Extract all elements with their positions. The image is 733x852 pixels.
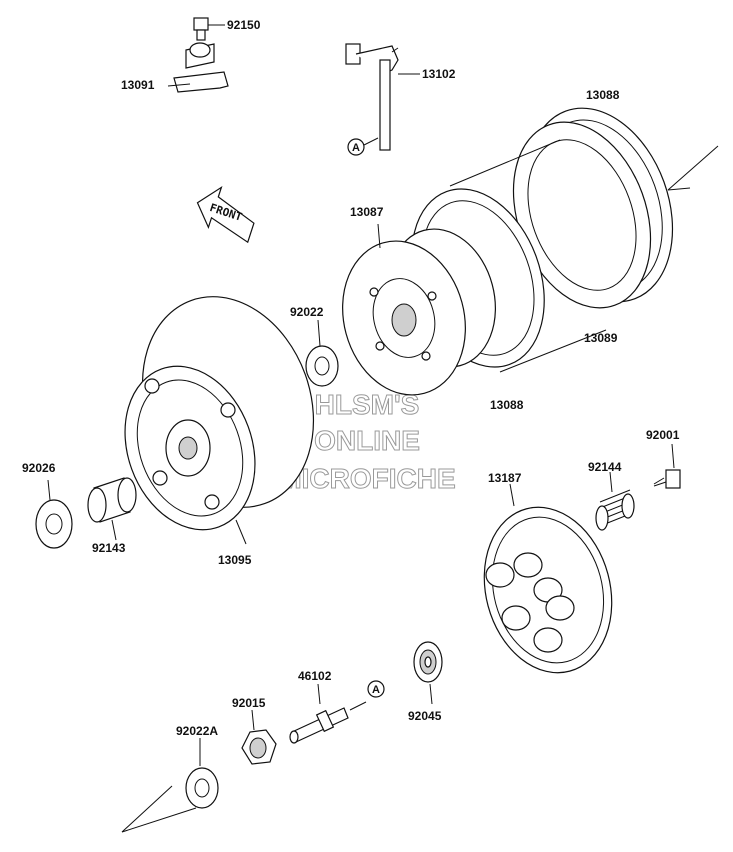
label-13102: 13102 [422, 67, 456, 81]
label-92150: 92150 [227, 18, 261, 32]
release-shaft-13102: A [345, 43, 420, 156]
label-92001: 92001 [646, 428, 680, 442]
label-13089: 13089 [584, 331, 618, 345]
label-13187: 13187 [488, 471, 522, 485]
callout-a-bottom: A [372, 684, 380, 696]
watermark-line-3: MICROFICHE [278, 463, 455, 494]
washer-92022 [305, 319, 339, 387]
label-92045: 92045 [408, 709, 442, 723]
label-92015: 92015 [232, 696, 266, 710]
label-13087: 13087 [350, 205, 384, 219]
clutch-hub-13087 [342, 223, 496, 396]
label-13088-bottom: 13088 [490, 398, 524, 412]
front-arrow: FRONT [196, 185, 255, 244]
clutch-housing-13095 [124, 296, 315, 545]
bearing-92045 [413, 641, 443, 705]
label-92144: 92144 [588, 460, 622, 474]
callout-a-top: A [352, 142, 360, 154]
label-13091: 13091 [121, 78, 155, 92]
washer-92022A [121, 738, 219, 833]
label-92022A: 92022A [176, 724, 218, 738]
part-labels: 92150 13091 13102 13088 13087 92022 1308… [22, 18, 680, 738]
label-92026: 92026 [22, 461, 56, 475]
label-13095: 13095 [218, 553, 252, 567]
spring-92144 [595, 471, 635, 531]
nut-92015 [241, 709, 277, 765]
label-46102: 46102 [298, 669, 332, 683]
label-92143: 92143 [92, 541, 126, 555]
bolt-92150 [193, 17, 225, 41]
bushing-92143 [87, 477, 137, 541]
bolt-92001 [653, 443, 681, 489]
pressure-plate-13187 [483, 483, 613, 674]
pushrod-46102: A [289, 680, 385, 744]
bracket-13091 [167, 42, 229, 93]
label-13088-top: 13088 [586, 88, 620, 102]
label-92022: 92022 [290, 305, 324, 319]
spacer-92026 [35, 479, 73, 549]
watermark-line-2: ONLINE [314, 425, 420, 456]
